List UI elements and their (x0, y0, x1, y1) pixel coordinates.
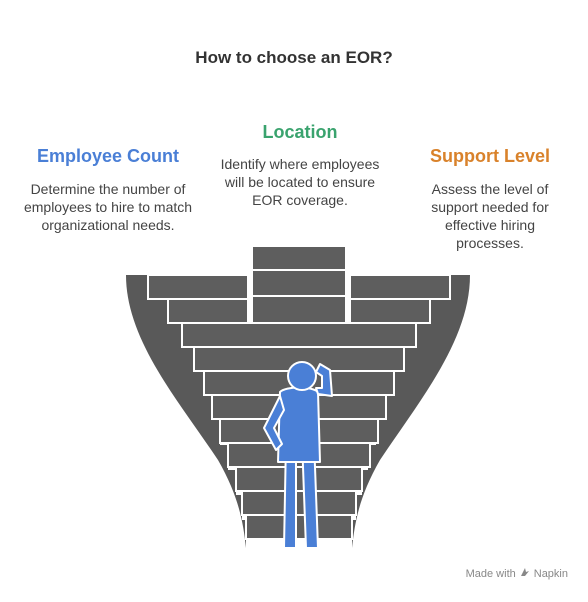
option-heading-employee-count: Employee Count (36, 146, 179, 166)
option-description-employee-count: Determine the number of employees to hir… (23, 181, 193, 233)
made-with-label: Made with (465, 567, 516, 580)
option-description-location: Identify where employees will be located… (220, 156, 380, 208)
staircase-base (126, 275, 470, 548)
center-tower (251, 245, 347, 324)
option-heading-support-level: Support Level (429, 146, 550, 166)
right-steps (349, 274, 451, 324)
option-heading-location: Location (262, 122, 338, 142)
napkin-brand-label: Napkin (533, 567, 568, 580)
option-description-support-level: Assess the level of support needed for e… (431, 181, 549, 251)
footer-credit: Made with Napkin (466, 567, 568, 580)
person-figure (263, 361, 333, 549)
page-title: How to choose an EOR? (195, 48, 393, 67)
napkin-logo-icon (520, 567, 530, 580)
left-steps (147, 274, 249, 324)
